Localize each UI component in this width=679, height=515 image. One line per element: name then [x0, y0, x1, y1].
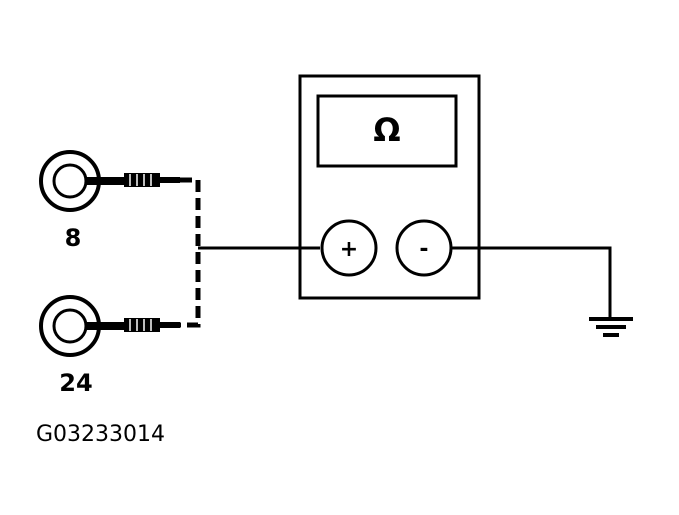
terminal-24-label: 24: [59, 369, 92, 397]
meter-body: [298, 74, 481, 300]
terminal-24: 24: [39, 295, 180, 397]
ground-symbol-icon: [589, 317, 633, 337]
terminal-8-probe-lead: [86, 177, 126, 185]
terminal-8-probe-tip: [124, 173, 180, 187]
ohmmeter: Ω + -: [298, 74, 481, 300]
terminal-8-inner-ring: [52, 163, 88, 199]
ohm-symbol-icon: Ω: [373, 111, 400, 149]
figure-id: G03233014: [36, 422, 165, 447]
positive-terminal: [320, 219, 378, 277]
meter-display: [316, 94, 458, 168]
positive-symbol: +: [340, 237, 358, 262]
terminal-24-probe-lead: [86, 322, 126, 330]
negative-symbol: -: [419, 237, 428, 262]
terminal-24-probe-tip: [124, 318, 180, 332]
jumper-wire-dashed: [180, 177, 201, 328]
terminal-8-label: 8: [65, 224, 82, 252]
terminal-24-inner-ring: [52, 308, 88, 344]
ground-lead-wire: [451, 246, 612, 318]
terminal-8: 8: [39, 150, 180, 252]
